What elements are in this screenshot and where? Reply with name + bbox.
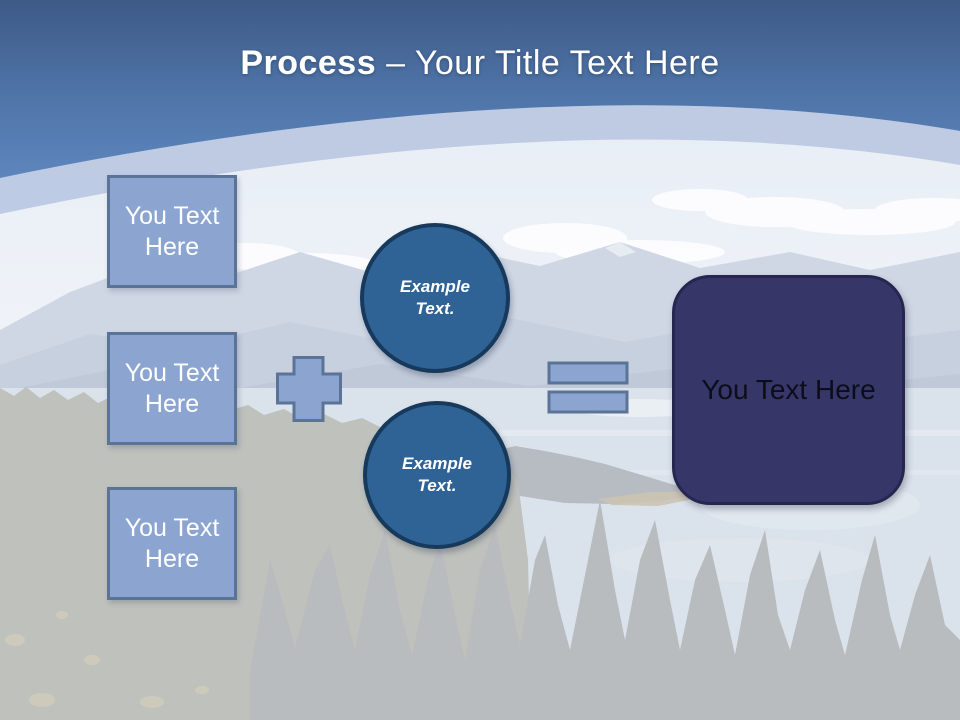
input-box-2[interactable]: You Text Here bbox=[107, 332, 237, 445]
peninsula-trees bbox=[468, 446, 700, 504]
title-keyword: Process bbox=[240, 44, 377, 82]
example-circle-1-label: Example Text. bbox=[400, 276, 470, 318]
result-box[interactable]: You Text Here bbox=[672, 275, 905, 505]
snow-cap bbox=[605, 242, 636, 257]
example-circle-2[interactable]: Example Text. bbox=[363, 401, 511, 549]
header-band bbox=[0, 105, 960, 214]
example-circle-2-label: Example Text. bbox=[402, 453, 472, 495]
input-box-1[interactable]: You Text Here bbox=[107, 175, 237, 288]
peninsula-shore bbox=[598, 492, 704, 506]
equals-icon[interactable] bbox=[546, 361, 630, 415]
foreground-trees bbox=[250, 500, 960, 720]
example-circle-1[interactable]: Example Text. bbox=[360, 223, 510, 373]
result-box-label: You Text Here bbox=[701, 374, 876, 405]
header-arc bbox=[0, 0, 960, 178]
input-box-1-label: You Text Here bbox=[124, 202, 220, 261]
input-box-3[interactable]: You Text Here bbox=[107, 487, 237, 600]
title-placeholder: – Your Title Text Here bbox=[386, 44, 720, 82]
slide-title[interactable]: Process – Your Title Text Here bbox=[0, 44, 960, 83]
input-box-3-label: You Text Here bbox=[124, 514, 220, 573]
bushes bbox=[5, 611, 209, 708]
plus-icon[interactable] bbox=[276, 356, 342, 422]
input-box-2-label: You Text Here bbox=[124, 359, 220, 418]
